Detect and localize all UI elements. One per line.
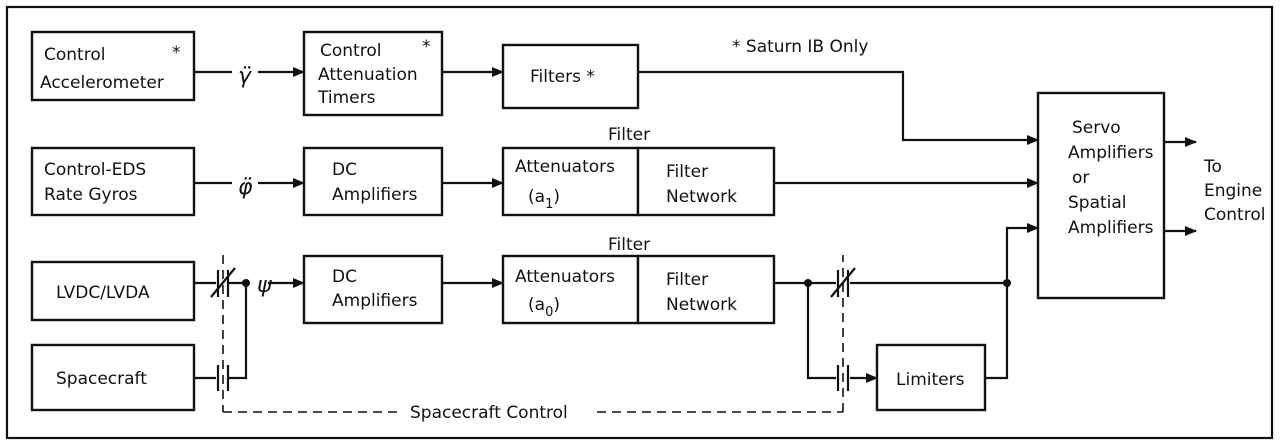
attenuators-a1-block: Attenuators (a1) (501, 146, 640, 217)
gamma-signal: γ̈ (238, 64, 252, 89)
to-engine-control-label: To Engine Control (1203, 157, 1265, 225)
servo-amplifiers-block: Servo Amplifiers or Spatial Amplifiers (1036, 91, 1166, 300)
attenuators-a0-block: Attenuators (a0) (501, 254, 640, 325)
svg-text:Network: Network (666, 187, 737, 207)
control-attenuation-timers-block: Control * Attenuation Timers (302, 30, 444, 117)
filter-network-block-1: Filter Network (636, 146, 776, 217)
switch-symbols (210, 267, 856, 391)
spacecraft-control-label: Spacecraft Control (410, 403, 568, 423)
svg-text:Amplifiers: Amplifiers (332, 291, 418, 311)
svg-text:Servo: Servo (1072, 118, 1121, 138)
svg-text:Limiters: Limiters (896, 370, 965, 390)
svg-text:Control: Control (1204, 205, 1265, 225)
dc-amplifiers-block-2: DC Amplifiers (302, 254, 444, 325)
svg-text:Engine: Engine (1204, 181, 1262, 201)
filter-header-1: Filter (608, 125, 650, 145)
svg-text:Amplifiers: Amplifiers (1068, 218, 1154, 238)
rate-gyros-block: Control-EDS Rate Gyros (30, 146, 196, 217)
svg-text:Amplifiers: Amplifiers (1068, 143, 1154, 163)
limiters-block: Limiters (875, 343, 987, 412)
lvdc-lvda-block: LVDC/LVDA (30, 260, 196, 322)
svg-text:Accelerometer: Accelerometer (40, 73, 164, 93)
svg-text:Filter: Filter (666, 162, 708, 182)
svg-text:Attenuators: Attenuators (515, 267, 615, 287)
svg-text:Spatial: Spatial (1068, 193, 1127, 213)
svg-text:DC: DC (332, 267, 357, 287)
spacecraft-block: Spacecraft (30, 343, 196, 412)
svg-text:Attenuators: Attenuators (515, 157, 615, 177)
svg-text:(a0): (a0) (528, 295, 560, 320)
svg-text:or: or (1072, 168, 1089, 188)
filters-block: Filters * (501, 43, 640, 110)
svg-text:Filter: Filter (666, 270, 708, 290)
svg-text:*: * (422, 37, 431, 57)
spacecraft-control-linkage (222, 255, 844, 413)
svg-text:*: * (172, 43, 181, 63)
saturn-ib-note: * Saturn IB Only (732, 37, 868, 57)
svg-text:Spacecraft: Spacecraft (56, 369, 147, 389)
psi-signal: ψ (257, 273, 272, 298)
dc-amplifiers-block-1: DC Amplifiers (302, 146, 444, 217)
svg-text:Filters *: Filters * (530, 67, 595, 87)
svg-text:(a1): (a1) (528, 187, 560, 212)
svg-text:Control-EDS: Control-EDS (44, 160, 146, 180)
control-accelerometer-block: Control * Accelerometer (30, 30, 196, 102)
svg-text:DC: DC (332, 160, 357, 180)
filter-header-2: Filter (608, 235, 650, 255)
filter-network-block-2: Filter Network (636, 254, 776, 325)
svg-text:Control: Control (44, 45, 105, 65)
svg-text:Timers: Timers (317, 88, 376, 108)
diagram-frame (5, 5, 1274, 440)
svg-text:Rate Gyros: Rate Gyros (44, 185, 138, 205)
svg-text:Control: Control (320, 41, 381, 61)
svg-text:To: To (1203, 157, 1222, 177)
svg-text:Attenuation: Attenuation (318, 65, 418, 85)
phi-signal: φ̈ (238, 175, 253, 200)
svg-text:Amplifiers: Amplifiers (332, 185, 418, 205)
svg-text:LVDC/LVDA: LVDC/LVDA (56, 283, 150, 303)
signal-lines (194, 67, 1197, 383)
svg-text:Network: Network (666, 295, 737, 315)
